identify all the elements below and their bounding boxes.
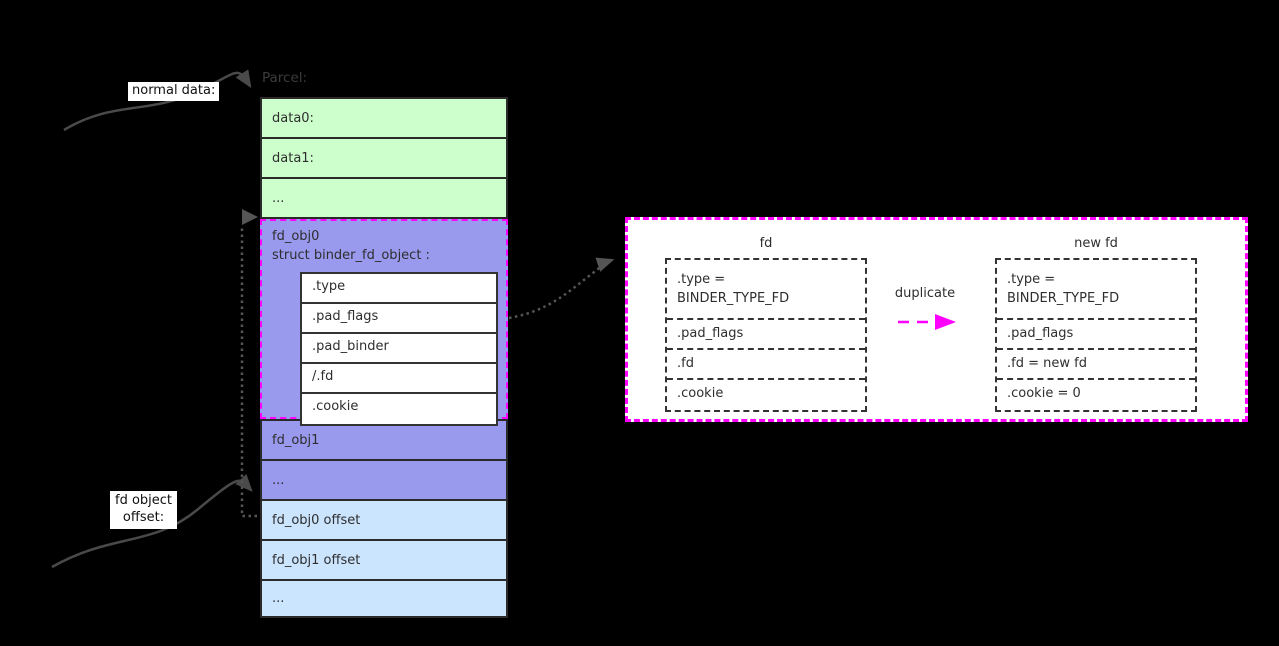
normal-data-callout: normal data: bbox=[128, 82, 220, 101]
fd-field-pad-flags: .pad_flags bbox=[667, 320, 865, 350]
stack-row-data0: data0: bbox=[262, 99, 506, 139]
fd-obj0-title: fd_obj0 bbox=[272, 229, 320, 244]
fd-obj0-field-fd: /.fd bbox=[302, 363, 496, 394]
stack-row-fd-obj0-offset: fd_obj0 offset bbox=[262, 501, 506, 541]
fd-struct-box: .type = BINDER_TYPE_FD .pad_flags .fd .c… bbox=[665, 258, 867, 412]
offset-to-fdobj0-arrowhead bbox=[242, 209, 258, 225]
fd-duplicate-panel: fd new fd .type = BINDER_TYPE_FD .pad_fl… bbox=[625, 217, 1248, 422]
fd-field-type: .type = BINDER_TYPE_FD bbox=[667, 260, 865, 320]
duplicate-action-label: duplicate bbox=[894, 286, 956, 301]
new-fd-field-pad-flags: .pad_flags bbox=[997, 320, 1195, 350]
fd-obj0-field-table: .type .pad_flags .pad_binder /.fd .cooki… bbox=[300, 271, 498, 426]
new-fd-struct-box: .type = BINDER_TYPE_FD .pad_flags .fd = … bbox=[995, 258, 1197, 412]
stack-row-data-ellipsis: ... bbox=[262, 179, 506, 219]
fdobj0-to-panel-dotted-arrow bbox=[508, 257, 615, 320]
parcel-heading: Parcel: bbox=[262, 70, 308, 86]
new-fd-column-title: new fd bbox=[1074, 236, 1118, 251]
fd-column-title: fd bbox=[759, 236, 773, 251]
new-fd-field-type: .type = BINDER_TYPE_FD bbox=[997, 260, 1195, 320]
fd-object-offset-callout: fd object offset: bbox=[110, 491, 178, 529]
fd-obj0-struct-label: struct binder_fd_object : bbox=[272, 247, 430, 263]
fd-field-cookie: .cookie bbox=[677, 386, 724, 401]
fd-obj0-field-pad-flags: .pad_flags bbox=[302, 303, 496, 334]
stack-block-fd-obj0: fd_obj0 struct binder_fd_object : .type … bbox=[260, 219, 508, 426]
fd-obj0-field-type: .type bbox=[302, 273, 496, 304]
fd-obj0-field-pad-binder: .pad_binder bbox=[302, 333, 496, 364]
offset-to-fdobj0-dotted-line bbox=[240, 226, 257, 518]
stack-row-obj-ellipsis: ... bbox=[262, 461, 506, 501]
parcel-stack: data0: data1: ... fd_obj0 struct binder_… bbox=[260, 97, 508, 618]
new-fd-field-cookie: .cookie = 0 bbox=[1007, 386, 1081, 401]
fd-obj0-field-cookie: .cookie bbox=[302, 393, 496, 424]
new-fd-field-fd: .fd = new fd bbox=[997, 350, 1195, 380]
fd-field-fd: .fd bbox=[667, 350, 865, 380]
stack-row-data1: data1: bbox=[262, 139, 506, 179]
stack-row-offset-ellipsis: ... bbox=[262, 581, 506, 616]
stack-row-fd-obj1-offset: fd_obj1 offset bbox=[262, 541, 506, 581]
